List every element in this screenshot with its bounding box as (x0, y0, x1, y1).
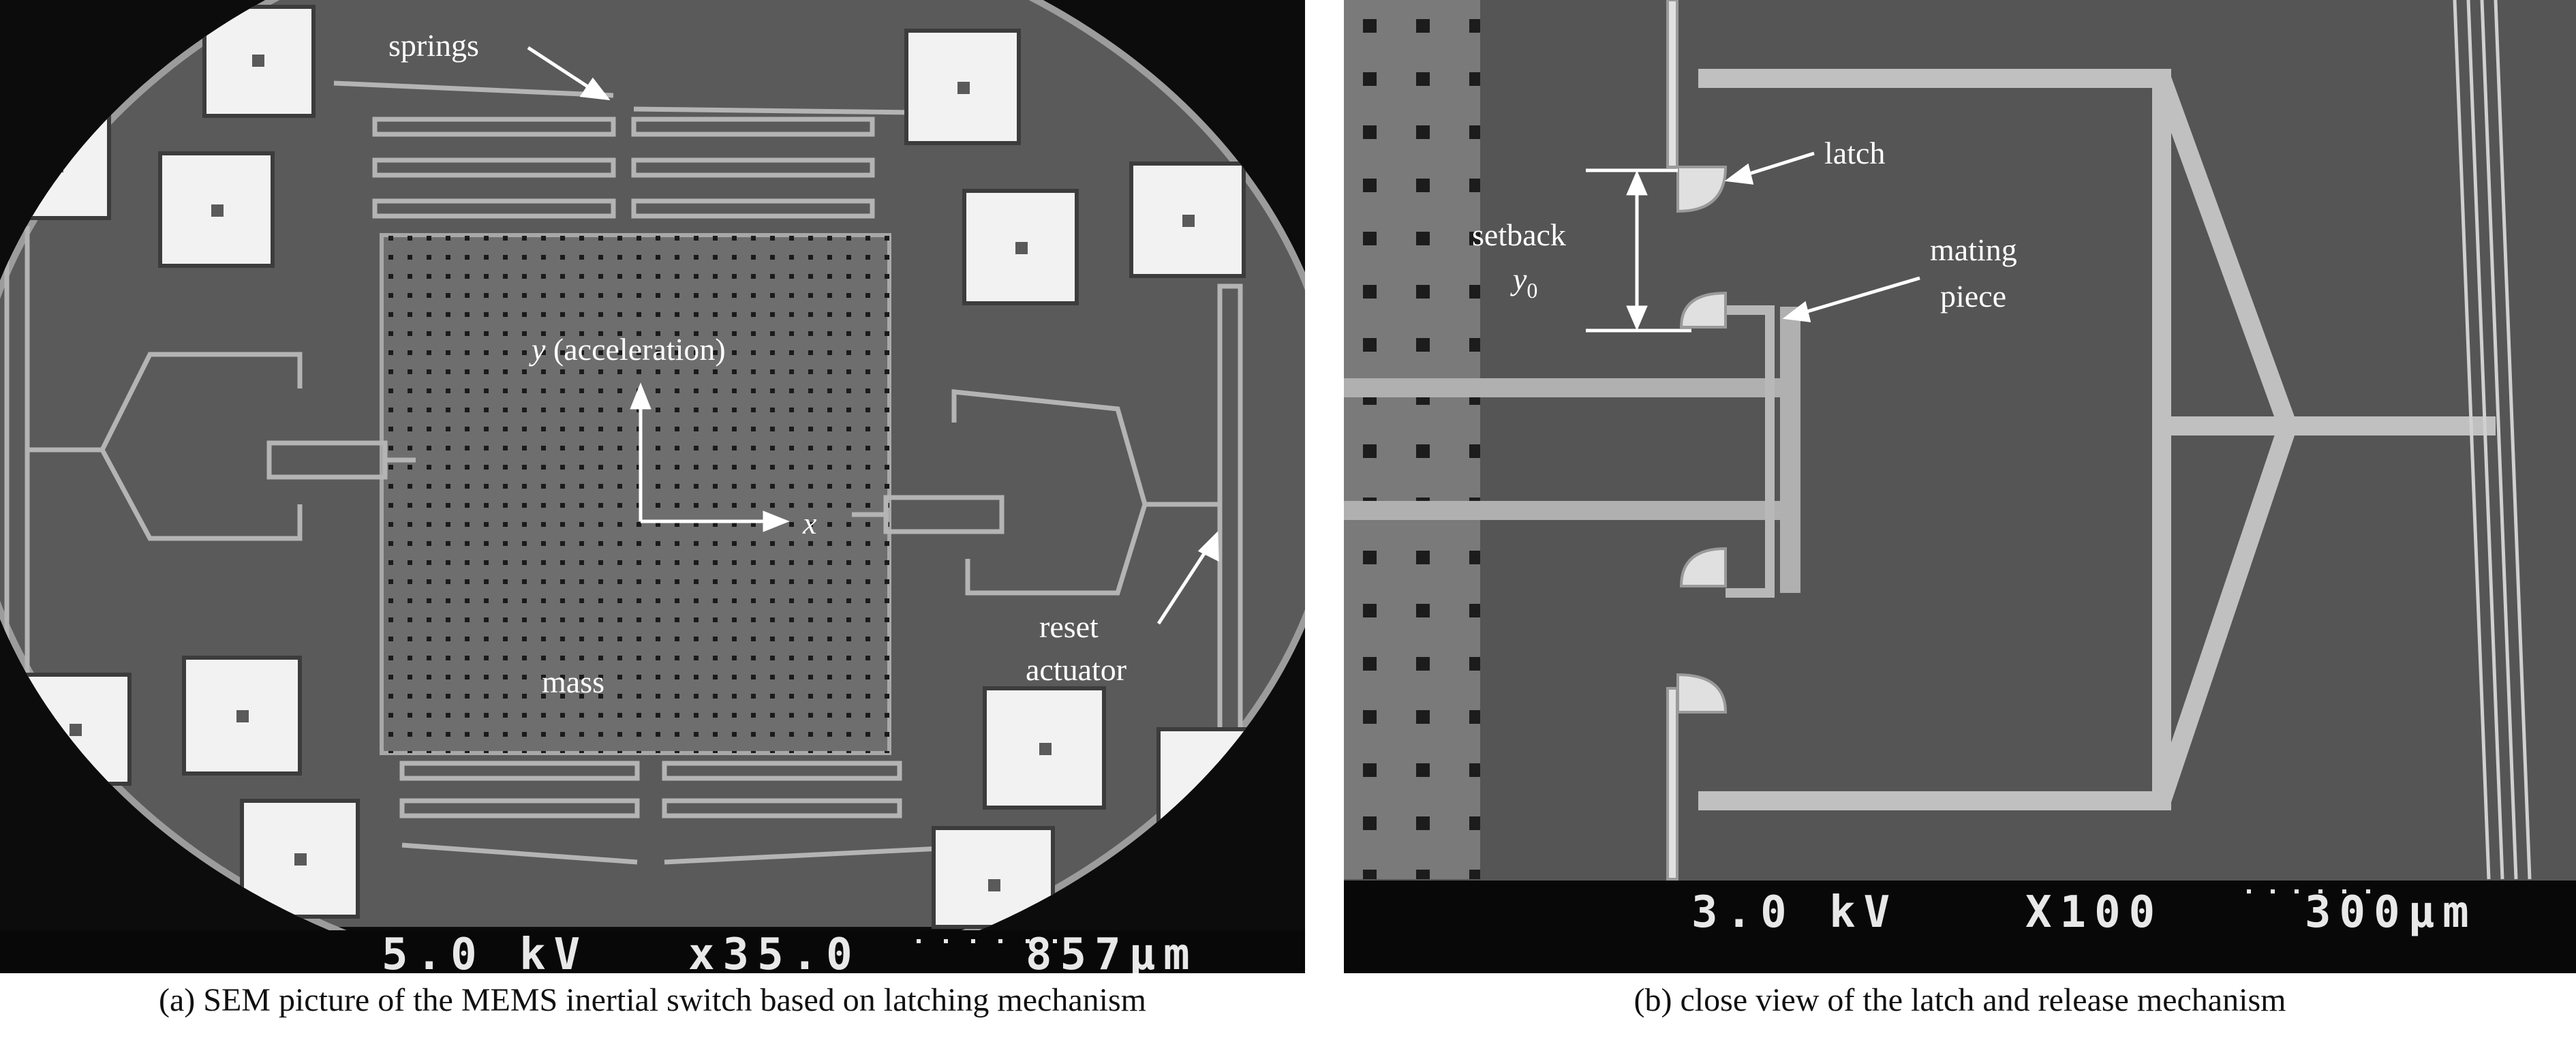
top-springs (333, 80, 914, 219)
shuttle-arms (1344, 307, 1800, 593)
springs-label: springs (388, 28, 479, 63)
y0-label: y0 (1510, 262, 1537, 303)
sem-image-panel-a: springs y (acceleration) x mass reset ac… (0, 0, 1305, 973)
mating-label-line1: mating (1930, 232, 2017, 267)
proof-mass (380, 233, 891, 755)
bond-pad (932, 826, 1055, 929)
bond-pad (240, 799, 360, 919)
sem-data-bar (0, 930, 1305, 973)
setback-label: setback (1472, 217, 1566, 252)
springs-arrow (527, 46, 594, 92)
sem-voltage: 5.0 kV (382, 930, 588, 973)
substrate-b (1344, 0, 2576, 973)
sem-image-a: springs y (acceleration) x mass reset ac… (0, 0, 1305, 973)
release-frame (1698, 69, 2496, 810)
reset-arrow (1156, 544, 1212, 625)
sem-magnification: x35.0 (688, 930, 861, 973)
mating-arrowhead (1782, 301, 1811, 322)
x-axis-arrowhead (763, 510, 790, 532)
sem-image-panel-b: latch setback y0 mating piece 3.0 kV X10… (1344, 0, 2576, 973)
mass-label: mass (542, 664, 604, 699)
latch-arrowhead (1724, 163, 1754, 185)
mating-hook-upper (1679, 291, 1727, 328)
sem-image-b: latch setback y0 mating piece 3.0 kV X10… (1344, 0, 2576, 973)
caption-panel-a: (a) SEM picture of the MEMS inertial swi… (159, 982, 1146, 1018)
latch-arrow (1742, 151, 1815, 178)
springs-arrowhead (579, 77, 611, 101)
sem-scale-ticks-b (2247, 889, 2370, 893)
sem-magnification-b: X100 (2025, 887, 2163, 938)
bond-pad (1129, 162, 1246, 278)
perforated-anchor (1344, 0, 1480, 879)
sem-data-bar-b (1344, 881, 2576, 973)
mating-piece-structure (1726, 305, 1775, 598)
caption-panel-b: (b) close view of the latch and release … (1634, 982, 2286, 1018)
bottom-springs (399, 761, 941, 865)
latch-structures (1666, 0, 1728, 881)
latch-label: latch (1824, 136, 1885, 170)
upper-latch-head (1676, 166, 1728, 213)
reset-arrowhead (1197, 531, 1219, 562)
bond-pad (983, 686, 1106, 810)
annotation-arrows (527, 46, 1219, 625)
sem-scale: 857µm (1026, 930, 1198, 973)
bond-pad (158, 151, 275, 268)
setback-dimension (1586, 168, 1691, 333)
sem-voltage-b: 3.0 kV (1691, 887, 1898, 938)
reset-label-line2: actuator (1026, 652, 1126, 687)
lower-latch-head (1676, 673, 1728, 714)
sem-scale-b: 300µm (2305, 887, 2477, 938)
x-axis-label: x (802, 506, 817, 540)
sem-scale-ticks (917, 939, 1057, 943)
acceleration-label: y (acceleration) (529, 332, 726, 367)
mating-hook-lower (1679, 547, 1727, 587)
annotation-arrows-b (1724, 151, 1920, 322)
bond-pad (182, 656, 302, 776)
thin-springs (2453, 0, 2532, 880)
bond-pad (962, 189, 1079, 305)
bond-pad (904, 29, 1021, 145)
mating-arrow (1800, 276, 1920, 316)
y-axis-arrowhead (630, 382, 651, 410)
reset-label-line1: reset (1039, 609, 1099, 644)
mating-label-line2: piece (1940, 279, 2006, 313)
